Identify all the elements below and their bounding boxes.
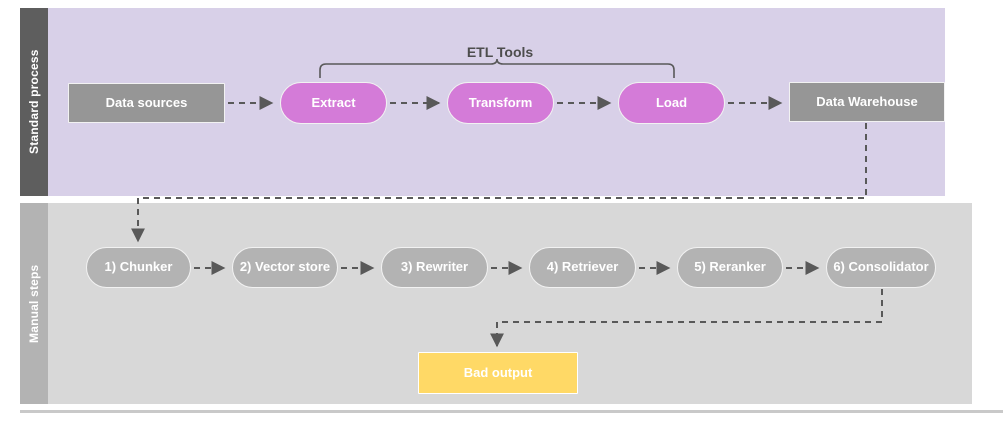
etl-tools-label: ETL Tools bbox=[466, 44, 534, 60]
node-transform[interactable]: Transform bbox=[447, 82, 554, 124]
node-data-sources[interactable]: Data sources bbox=[68, 83, 225, 123]
lane-label-manual-steps: Manual steps bbox=[20, 203, 48, 404]
node-consolidator[interactable]: 6) Consolidator bbox=[826, 247, 936, 288]
node-bad-output[interactable]: Bad output bbox=[418, 352, 578, 394]
node-data-warehouse[interactable]: Data Warehouse bbox=[789, 82, 945, 122]
lane-label-standard-process: Standard process bbox=[20, 8, 48, 196]
node-reranker[interactable]: 5) Reranker bbox=[677, 247, 783, 288]
node-chunker[interactable]: 1) Chunker bbox=[86, 247, 191, 288]
node-extract[interactable]: Extract bbox=[280, 82, 387, 124]
node-load[interactable]: Load bbox=[618, 82, 725, 124]
node-rewriter[interactable]: 3) Rewriter bbox=[381, 247, 488, 288]
node-vector-store[interactable]: 2) Vector store bbox=[232, 247, 338, 288]
node-retriever[interactable]: 4) Retriever bbox=[529, 247, 636, 288]
bottom-divider bbox=[20, 410, 1003, 413]
